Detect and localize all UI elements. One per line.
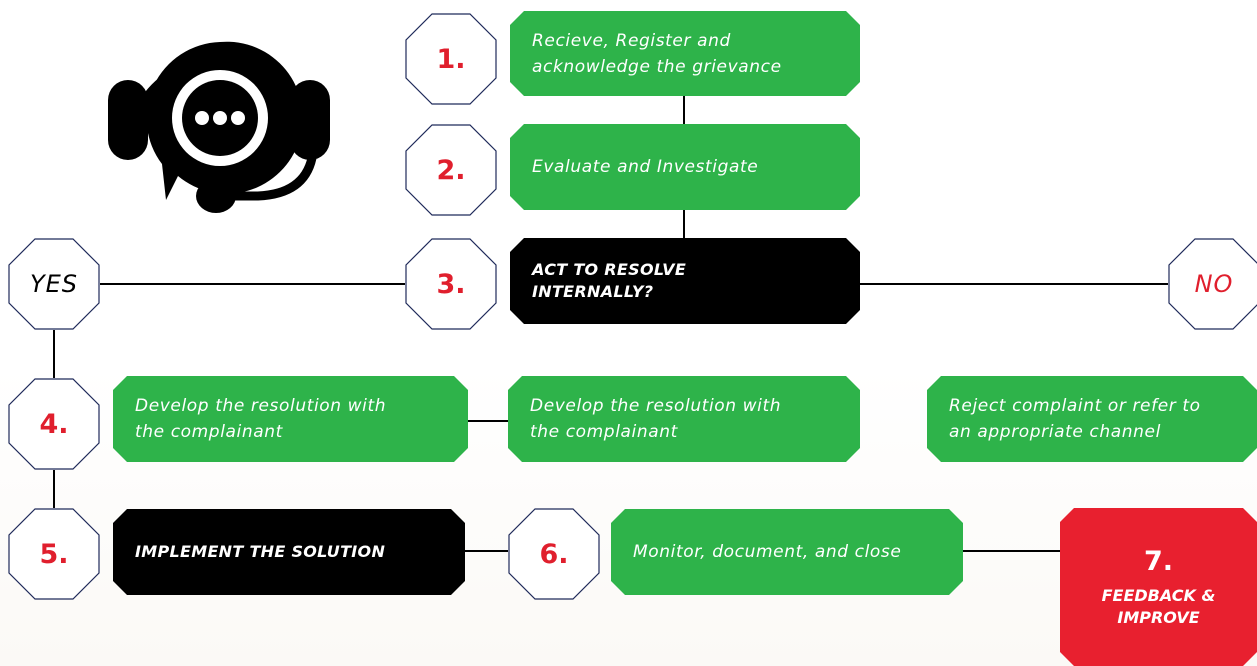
step-5-number-badge: 5. [8,508,100,600]
step-3-decision-box: ACT TO RESOLVE INTERNALLY? [510,238,860,324]
step-7-label: FEEDBACK & IMPROVE [1101,585,1216,627]
step-1-number: 1. [436,43,466,75]
step-4-develop-resolution-box-b: Develop the resolution with the complain… [508,376,860,462]
step-2-evaluate-box: Evaluate and Investigate [510,124,860,210]
step-2-number: 2. [436,154,466,186]
step-7-number: 7. [1143,545,1174,577]
step-4-number: 4. [39,408,69,440]
yes-label: YES [29,270,79,298]
step-4-number-badge: 4. [8,378,100,470]
step-5-number: 5. [39,538,69,570]
step-4-develop-resolution-box-a: Develop the resolution with the complain… [113,376,468,462]
reject-complaint-box: Reject complaint or refer to an appropri… [927,376,1257,462]
step-5-implement-box: IMPLEMENT THE SOLUTION [113,509,465,595]
step-1-receive-register-box: Recieve, Register and acknowledge the gr… [510,11,860,96]
step-7-feedback-box: 7. FEEDBACK & IMPROVE [1060,508,1257,666]
no-branch-badge: NO [1168,238,1257,330]
no-label: NO [1194,270,1234,298]
step-1-number-badge: 1. [405,13,497,105]
step-2-number-badge: 2. [405,124,497,216]
step-6-monitor-box: Monitor, document, and close [611,509,963,595]
customer-support-headset-chat-icon [108,41,330,213]
step-3-number-badge: 3. [405,238,497,330]
step-6-number-badge: 6. [508,508,600,600]
yes-branch-badge: YES [8,238,100,330]
step-6-number: 6. [539,538,569,570]
step-3-number: 3. [436,268,466,300]
